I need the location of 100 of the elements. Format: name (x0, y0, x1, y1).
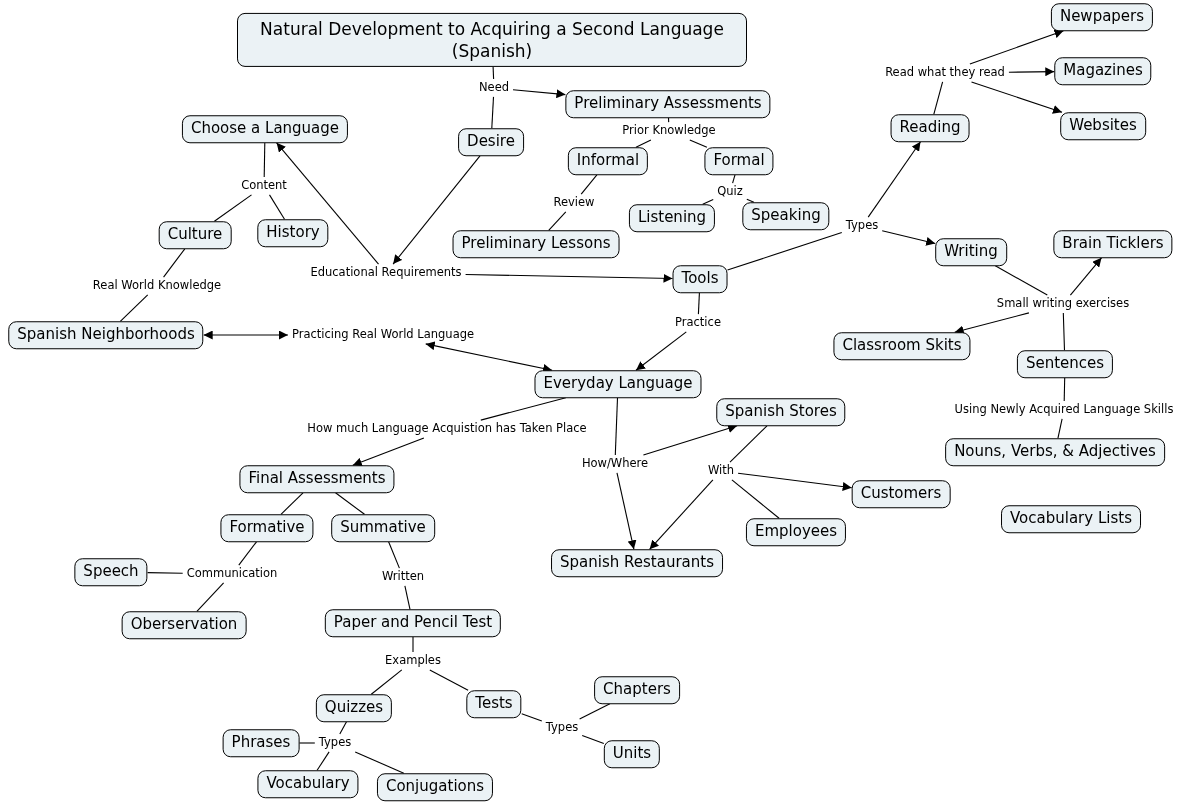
connector-line (580, 174, 598, 195)
arrow (512, 89, 566, 99)
concept-box: Nouns, Verbs, & Adjectives (945, 438, 1165, 466)
concept-box: Speech (74, 558, 148, 586)
arrow (867, 141, 922, 218)
concept-box: Conjugations (376, 773, 494, 801)
arrow (1008, 67, 1055, 77)
connector-line (521, 713, 543, 722)
concept-box: Quizzes (315, 694, 393, 722)
concept-box: Writing (935, 238, 1007, 266)
connector-line (732, 174, 736, 184)
arrow (737, 472, 853, 491)
concept-box: Culture (158, 221, 232, 249)
arrow (392, 155, 481, 265)
connector-line (492, 66, 495, 80)
connector-line (213, 194, 253, 222)
connector-line (1057, 418, 1063, 439)
concept-box: Sentences (1016, 350, 1114, 378)
linking-phrase: Small writing exercises (994, 297, 1132, 311)
connector-line (667, 117, 670, 123)
linking-phrase: Need (476, 81, 512, 95)
linking-phrase: With (705, 464, 737, 478)
connector-line (268, 194, 286, 220)
concept-box: Formative (220, 514, 314, 542)
connector-line (339, 721, 348, 735)
connector-line (726, 232, 843, 271)
arrow (276, 142, 380, 265)
connector-line (238, 541, 258, 566)
connector-line (334, 492, 366, 515)
connector-line (163, 248, 186, 278)
connector-line (404, 585, 411, 610)
concept-box: Classroom Skits (833, 332, 971, 360)
linking-phrase: Types (316, 736, 354, 750)
connector-line (147, 572, 184, 574)
concept-box: Desire (458, 128, 524, 156)
title-box: Natural Development to Acquiring a Second Language (Spanish) (237, 12, 747, 68)
concept-box: Everyday Language (534, 370, 702, 398)
concept-box: Units (603, 740, 661, 768)
connector-line (731, 479, 780, 519)
connector-line (491, 96, 495, 129)
concept-box: Paper and Pencil Test (324, 609, 502, 637)
linking-phrase: Written (379, 570, 427, 584)
linking-phrase: Types (843, 219, 881, 233)
connector-line (548, 211, 567, 231)
concept-box: Listening (628, 204, 716, 232)
concept-box: Preliminary Lessons (452, 230, 620, 258)
connector-line (614, 397, 619, 456)
concept-box: Newpapers (1050, 3, 1154, 31)
concept-box: Chapters (594, 676, 680, 704)
connector-line (119, 294, 149, 322)
linking-phrase: Communication (184, 567, 280, 581)
arrow (203, 330, 289, 340)
connector-line (196, 582, 225, 612)
linking-phrase: Content (239, 179, 289, 193)
concept-box: Websites (1060, 112, 1146, 140)
concept-box: Summative (331, 514, 435, 542)
connector-line (316, 751, 330, 771)
concept-box: Formal (704, 147, 774, 175)
linking-phrase: Practice (673, 316, 723, 330)
concept-box: Reading (890, 114, 970, 142)
linking-phrase: Prior Knowledge (620, 124, 718, 138)
linking-phrase: Practicing Real World Language (289, 328, 477, 342)
linking-phrase: How/Where (579, 457, 651, 471)
connector-line (354, 751, 405, 774)
concept-box: Vocabulary (257, 770, 359, 798)
concept-box: Employees (745, 518, 847, 546)
connector-line (298, 742, 316, 744)
concept-box: Choose a Language (181, 115, 349, 143)
connector-line (746, 198, 755, 203)
concept-box: Brain Ticklers (1053, 230, 1173, 258)
connector-line (1062, 312, 1066, 351)
linking-phrase: How much Language Acquistion has Taken Place (305, 422, 589, 436)
concept-box: Magazines (1054, 57, 1152, 85)
concept-box: Customers (851, 480, 951, 508)
connector-line (579, 703, 611, 720)
connector-line (412, 636, 414, 653)
concept-box: Preliminary Assessments (565, 90, 771, 118)
arrow (635, 331, 687, 371)
connector-line (697, 292, 700, 315)
linking-phrase: Types (543, 721, 581, 735)
linking-phrase: Review (551, 196, 597, 210)
connector-line (429, 669, 469, 691)
concept-box: Spanish Restaurants (551, 549, 723, 577)
arrow (465, 273, 674, 283)
linking-phrase: Read what they read (883, 66, 1007, 80)
linking-phrase: Quiz (715, 185, 745, 199)
connector-line (370, 669, 403, 695)
arrow (642, 424, 738, 456)
arrow (969, 29, 1065, 65)
arrow (970, 81, 1063, 114)
concept-box: Tests (466, 690, 522, 718)
connector-line (635, 139, 652, 148)
concept-box: Tools (672, 265, 728, 293)
arrow (1069, 257, 1103, 296)
arrow (881, 230, 936, 246)
concept-box: Spanish Neighborhoods (8, 321, 204, 349)
concept-box: Vocabulary Lists (1001, 505, 1141, 533)
concept-box: Phrases (222, 729, 300, 757)
connector-line (933, 81, 944, 115)
linking-phrase: Examples (383, 654, 443, 668)
